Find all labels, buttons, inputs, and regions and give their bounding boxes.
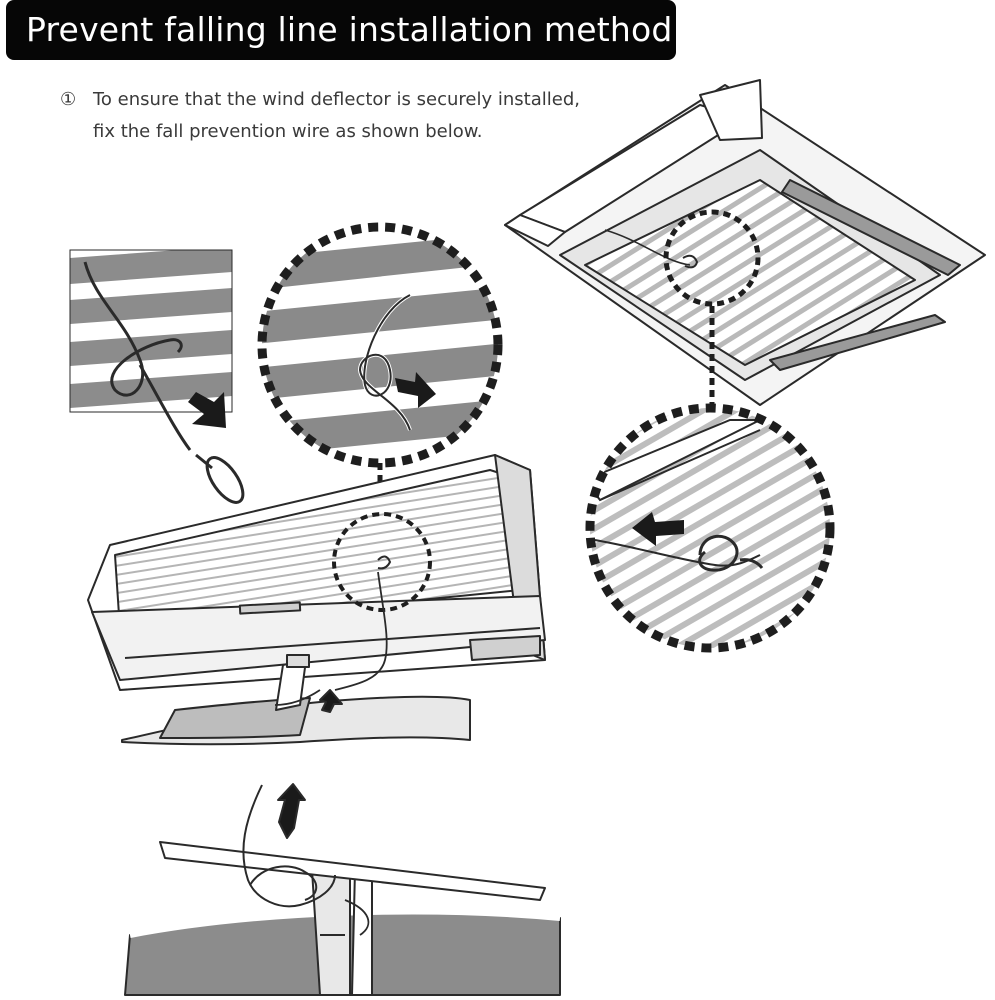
instruction-step: ① To ensure that the wind deflector is s… [60,84,580,148]
wall-ac-unit [87,454,546,691]
step-number-icon: ① [60,89,77,110]
hook-detail-callout [585,403,835,653]
carabiner-clip-icon [195,453,245,504]
page-title: Prevent falling line installation method [6,0,676,60]
wire-loop-inset [69,249,245,504]
ceiling-cassette-unit [504,79,986,406]
cassette-hook-callout [663,209,761,307]
arrow-icon [395,372,436,408]
hook-icon [698,534,764,572]
arrow-icon [277,783,306,839]
ac-hook-callout [332,512,432,612]
wind-deflector [121,654,471,746]
arrow-icon [632,512,684,546]
wire-detail-callout [257,222,503,468]
instruction-text: To ensure that the wind deflector is sec… [93,89,580,142]
deflector-closeup [124,783,561,996]
arrow-icon [188,392,226,428]
arrow-icon [319,689,343,713]
